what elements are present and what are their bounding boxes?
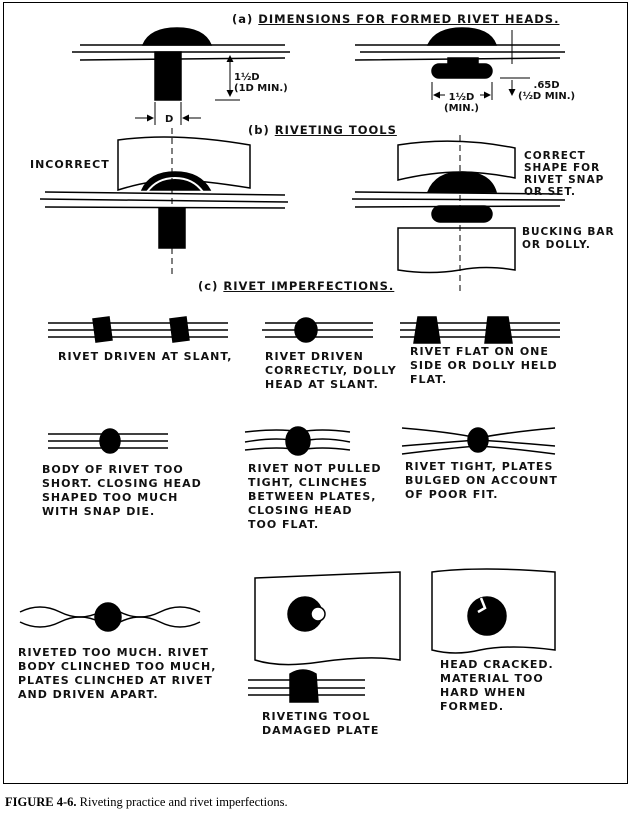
dim-width-b: 1½D (MIN.) [444,92,479,114]
imperfection-slant [48,316,228,343]
label-imperfection-8: RIVETING TOOL DAMAGED PLATE [262,710,380,737]
imperfection-short-body [48,428,168,454]
header-a: (a) DIMENSIONS FOR FORMED RIVET HEADS. [232,12,559,26]
imperfection-head-cracked [431,568,556,654]
figure-frame [3,2,628,784]
header-b: (b) RIVETING TOOLS [248,123,397,137]
dim-height-a: 1½D (1D MIN.) [234,72,288,94]
formed-rivet-left [72,27,290,125]
incorrect-tool-diagram [39,128,289,275]
label-imperfection-5: RIVET NOT PULLED TIGHT, CLINCHES BETWEEN… [248,462,382,531]
header-a-title: DIMENSIONS FOR FORMED RIVET HEADS. [258,12,560,26]
header-a-letter: (a) [232,12,254,26]
figure-caption: FIGURE 4-6. Riveting practice and rivet … [5,795,288,810]
label-correct-shape: CORRECT SHAPE FOR RIVET SNAP OR SET. [524,150,605,198]
header-b-title: RIVETING TOOLS [274,123,397,137]
header-c-title: RIVET IMPERFECTIONS. [223,279,395,293]
dim-diameter: D [165,114,174,125]
label-imperfection-4: BODY OF RIVET TOO SHORT. CLOSING HEAD SH… [42,463,202,518]
formed-rivet-right [354,27,565,100]
label-imperfection-3: RIVET FLAT ON ONE SIDE OR DOLLY HELD FLA… [410,345,558,386]
header-c-letter: (c) [198,279,219,293]
caption-number: FIGURE 4-6. [5,795,77,809]
imperfection-not-tight [244,426,351,456]
dim-height-b: .65D (½D MIN.) [518,80,576,102]
imperfection-bulged [401,427,556,455]
imperfection-dolly-slant [262,317,373,343]
imperfection-damaged-plate [248,571,401,703]
caption-text: Riveting practice and rivet imperfection… [76,795,288,809]
imperfection-riveted-too-much [19,602,201,632]
label-imperfection-7: RIVETED TOO MUCH. RIVET BODY CLINCHED TO… [18,646,217,701]
correct-tool-diagram [351,135,566,292]
label-imperfection-2: RIVET DRIVEN CORRECTLY, DOLLY HEAD AT SL… [265,350,397,391]
header-b-letter: (b) [248,123,270,137]
label-incorrect: INCORRECT [30,158,110,171]
label-bucking-bar: BUCKING BAR OR DOLLY. [522,226,615,251]
imperfection-flat-side [400,316,560,344]
rivet-illustrations [19,27,566,703]
header-c: (c) RIVET IMPERFECTIONS. [198,279,394,293]
label-imperfection-9: HEAD CRACKED. MATERIAL TOO HARD WHEN FOR… [440,658,554,713]
label-imperfection-1: RIVET DRIVEN AT SLANT, [58,350,233,363]
label-imperfection-6: RIVET TIGHT, PLATES BULGED ON ACCOUNT OF… [405,460,558,501]
